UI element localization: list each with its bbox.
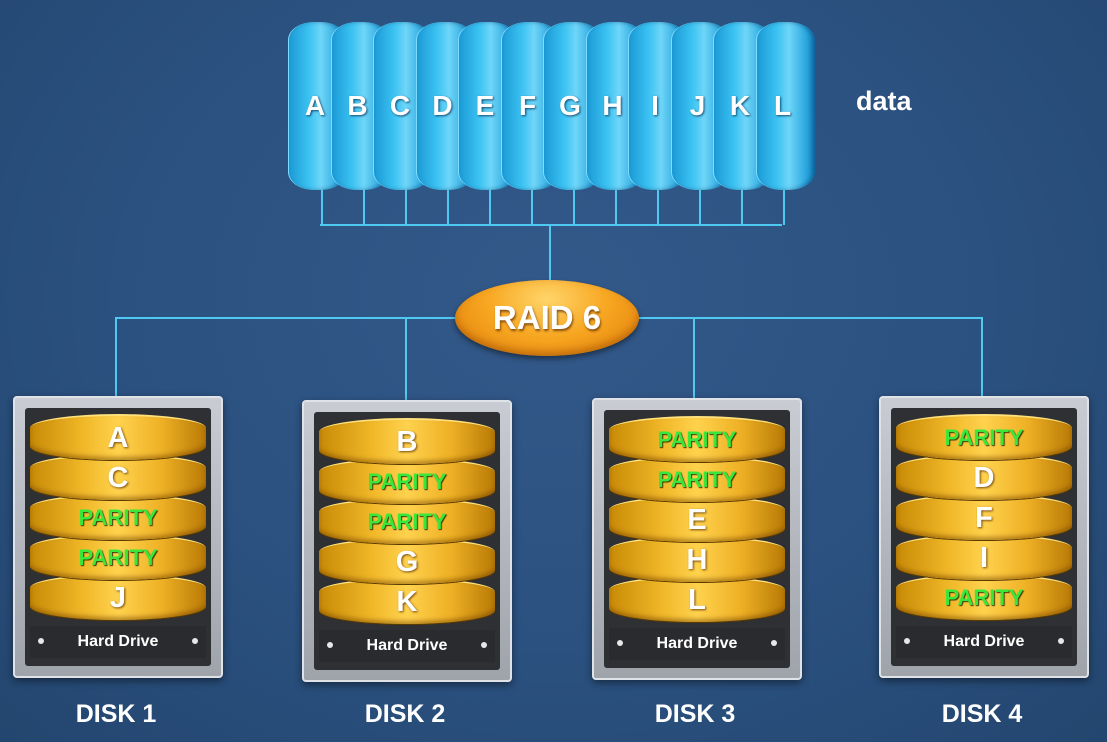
parity-block: PARITY: [319, 458, 495, 504]
disk3-connector: [693, 317, 695, 401]
hard-drive-text: Hard Drive: [943, 633, 1025, 650]
data-block-drop-line: [573, 186, 575, 225]
data-block-stored: C: [30, 454, 206, 500]
disk-title: DISK 1: [75, 700, 157, 728]
data-block-drop-line: [531, 186, 533, 225]
data-block-drop-line: [615, 186, 617, 225]
data-block-drop-line: [783, 186, 785, 225]
screw-icon: [771, 640, 777, 646]
data-block-label: K: [729, 90, 751, 121]
data-block-stored: G: [319, 538, 495, 584]
data-block-label: G: [559, 90, 581, 121]
data-block-stored: K: [319, 578, 495, 624]
data-block-drop-line: [699, 186, 701, 225]
parity-block: PARITY: [896, 574, 1072, 620]
parity-block: PARITY: [30, 494, 206, 540]
disk1-connector: [115, 317, 117, 397]
screw-icon: [617, 640, 623, 646]
disk-title: DISK 3: [654, 700, 736, 728]
data-block-label: L: [773, 90, 792, 121]
data-block-label: J: [689, 90, 706, 121]
data-block-stored: D: [896, 454, 1072, 500]
data-block-stored: F: [896, 494, 1072, 540]
data-block-label: D: [432, 90, 453, 121]
parity-block: PARITY: [319, 498, 495, 544]
data-bus-line: [320, 224, 782, 226]
data-block-drop-line: [363, 186, 365, 225]
screw-icon: [327, 642, 333, 648]
data-block-stored: B: [319, 418, 495, 464]
data-block-label: F: [518, 90, 537, 121]
parity-block: PARITY: [30, 534, 206, 580]
data-to-raid-line: [549, 224, 551, 282]
screw-icon: [192, 638, 198, 644]
screw-icon: [1058, 638, 1064, 644]
hard-drive-text: Hard Drive: [656, 635, 738, 652]
raid-controller: RAID 6: [455, 280, 639, 356]
data-block: L: [755, 22, 815, 190]
screw-icon: [481, 642, 487, 648]
parity-block: PARITY: [896, 414, 1072, 460]
data-block-label: A: [304, 90, 326, 121]
hard-drive-text: Hard Drive: [77, 633, 159, 650]
disk-title: DISK 4: [941, 700, 1023, 728]
data-block-label: E: [475, 90, 495, 121]
screw-icon: [38, 638, 44, 644]
data-block-drop-line: [741, 186, 743, 225]
hard-drive-label: Hard Drive: [609, 628, 785, 660]
disk4-connector: [981, 317, 983, 397]
data-block-drop-line: [405, 186, 407, 225]
data-block-stored: A: [30, 414, 206, 460]
hard-drive-text: Hard Drive: [366, 637, 448, 654]
data-block-drop-line: [657, 186, 659, 225]
hard-drive-label: Hard Drive: [896, 626, 1072, 658]
data-block-label: B: [347, 90, 368, 121]
hard-drive-label: Hard Drive: [30, 626, 206, 658]
data-block-stored: L: [609, 576, 785, 622]
data-block-stored: H: [609, 536, 785, 582]
data-block-label: I: [651, 90, 659, 121]
data-label: data: [856, 86, 912, 116]
parity-block: PARITY: [609, 416, 785, 462]
disk2-connector: [405, 317, 407, 401]
data-block-drop-line: [321, 186, 323, 225]
data-block-stored: I: [896, 534, 1072, 580]
data-block-label: C: [389, 90, 411, 121]
parity-block: PARITY: [609, 456, 785, 502]
data-block-drop-line: [447, 186, 449, 225]
data-block-stored: E: [609, 496, 785, 542]
screw-icon: [904, 638, 910, 644]
disk-title: DISK 2: [364, 700, 446, 728]
data-block-label: H: [602, 90, 623, 121]
data-block-drop-line: [489, 186, 491, 225]
hard-drive-label: Hard Drive: [319, 630, 495, 662]
data-block-stored: J: [30, 574, 206, 620]
